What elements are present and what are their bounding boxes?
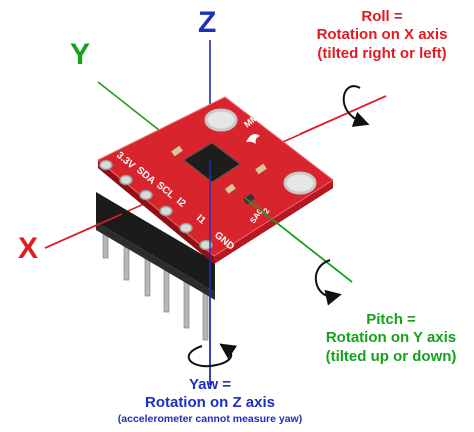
roll-line-1: Rotation on X axis (316, 26, 448, 44)
mounting-hole (204, 108, 238, 132)
roll-title: Roll = (361, 8, 403, 25)
yaw-line-2: (accelerometer cannot measure yaw) (117, 412, 303, 425)
z-axis-label: Z (198, 6, 217, 39)
accelerometer-chip (183, 142, 241, 183)
roll-caption: Roll = Rotation on X axis (tilted right … (296, 8, 468, 63)
yaw-line-1: Rotation on Z axis (144, 394, 275, 412)
brand-logo (246, 134, 260, 144)
mounting-hole (283, 171, 317, 195)
header-pins (96, 192, 215, 341)
yaw-title: Yaw = (188, 376, 232, 393)
pitch-rotation-arrow (314, 259, 342, 306)
x-axis-label: X (18, 232, 39, 265)
pitch-line-2: (tilted up or down) (325, 347, 457, 365)
yaw-caption: Yaw = Rotation on Z axis (accelerometer … (110, 376, 310, 425)
pitch-caption: Pitch = Rotation on Y axis (tilted up or… (312, 311, 470, 366)
board-label: I2 (260, 206, 272, 217)
y-axis-label: Y (70, 38, 91, 71)
roll-rotation-arrow (342, 85, 370, 127)
yaw-rotation-arrow (187, 343, 238, 368)
pitch-title: Pitch = (366, 311, 416, 328)
pitch-line-1: Rotation on Y axis (325, 329, 457, 347)
roll-line-2: (tilted right or left) (317, 44, 447, 62)
